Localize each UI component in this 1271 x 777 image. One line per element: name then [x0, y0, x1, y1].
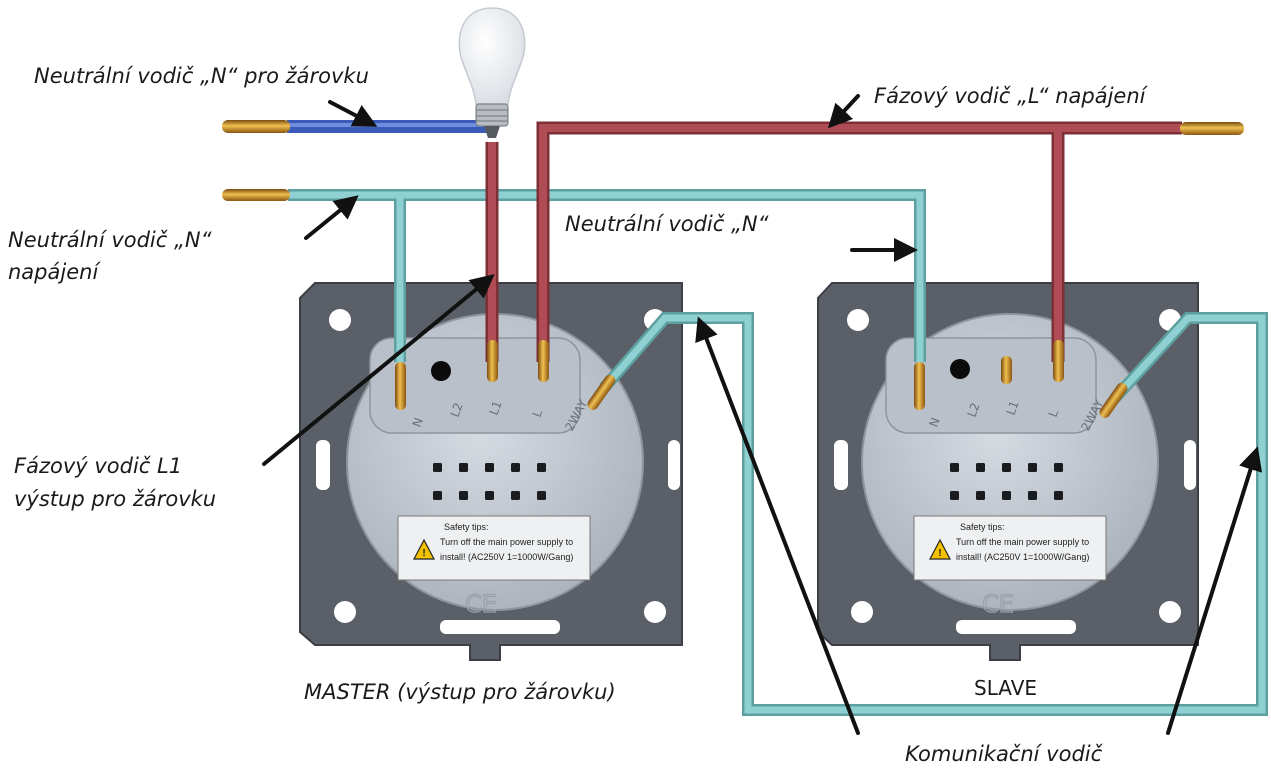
label-slave: SLAVE [974, 676, 1038, 700]
slave-switch: ! Safety tips: Turn off the main power s… [817, 282, 1199, 661]
slave-ce-mark: CE [982, 590, 1014, 618]
slave-safety-line3: install! (AC250V 1=1000W/Gang) [956, 552, 1089, 562]
neutral-supply-wire [288, 189, 926, 362]
slave-safety-line2: Turn off the main power supply to [956, 537, 1089, 547]
slave-terminals [914, 340, 1128, 418]
master-safety-line2: Turn off the main power supply to [440, 537, 573, 547]
svg-text:!: ! [422, 548, 425, 559]
arrow-neutral-bulb [328, 100, 378, 127]
master-terminal-l1: L1 [487, 399, 505, 417]
arrow-comm-right [1166, 446, 1263, 735]
neutral-bulb-wire [287, 120, 497, 133]
arrow-phase-l1 [262, 274, 495, 466]
label-neutral-supply-line1: Neutrální vodič „N“ [8, 228, 212, 252]
annotation-arrows [262, 94, 1263, 735]
svg-text:!: ! [938, 548, 941, 559]
slave-safety-line1: Safety tips: [960, 522, 1005, 532]
slave-terminal-l1: L1 [1004, 399, 1022, 417]
communication-wire [599, 312, 1268, 716]
arrow-comm-left [695, 316, 860, 735]
arrow-phase-supply [827, 94, 860, 129]
label-neutral-bulb: Neutrální vodič „N“ pro žárovku [34, 64, 369, 88]
slave-safety-sticker [913, 515, 1107, 581]
master-terminals [395, 340, 616, 410]
master-safety-line3: install! (AC250V 1=1000W/Gang) [440, 552, 573, 562]
label-neutral-mid: Neutrální vodič „N“ [565, 212, 769, 236]
label-neutral-supply-line2: napájení [8, 260, 99, 284]
slave-terminal-l: L [1046, 408, 1062, 419]
neutral-bulb-copper-end [222, 120, 290, 133]
master-hole-icon [431, 361, 451, 381]
arrow-neutral-supply [304, 195, 359, 240]
neutral-supply-copper-end [222, 189, 290, 201]
label-phase-l1-line2: výstup pro žárovku [14, 487, 217, 511]
phase-supply-wire [536, 121, 1182, 362]
master-safety-line1: Safety tips: [444, 522, 489, 532]
light-bulb-icon [458, 7, 526, 138]
master-safety-sticker [397, 515, 591, 581]
master-warning-icon [413, 538, 435, 560]
slave-terminal-l2: L2 [965, 401, 983, 419]
slave-warning-icon [929, 538, 951, 560]
label-phase-l1-line1: Fázový vodič L1 [14, 454, 183, 478]
label-master: MASTER (výstup pro žárovku) [304, 680, 616, 704]
label-phase-supply: Fázový vodič „L“ napájení [874, 84, 1146, 108]
label-communication: Komunikační vodič [905, 742, 1103, 766]
master-ce-mark: CE [465, 590, 497, 618]
slave-hole-icon [950, 359, 970, 379]
master-terminal-l2: L2 [448, 401, 466, 419]
master-terminal-l: L [530, 408, 546, 419]
phase-supply-copper-end [1180, 122, 1244, 135]
